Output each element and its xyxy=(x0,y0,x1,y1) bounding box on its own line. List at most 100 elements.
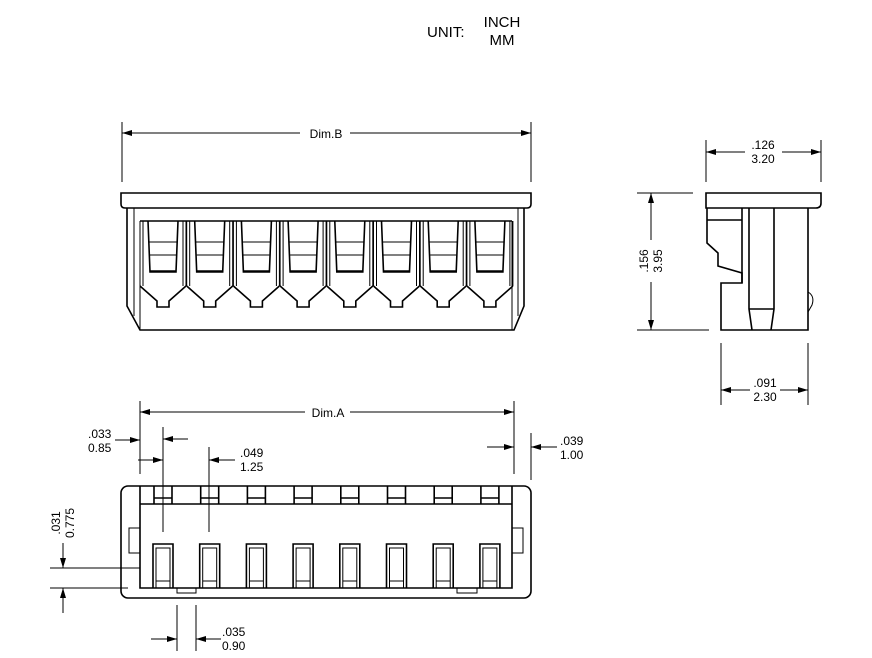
pin-slot xyxy=(292,543,314,588)
funnel xyxy=(139,285,187,308)
side-view: .126 3.20 .156 3.95 .091 2.30 xyxy=(637,138,822,405)
pin-slot-inner xyxy=(435,547,451,588)
cavity-steps xyxy=(289,241,318,256)
cavity-steps xyxy=(382,241,411,256)
unit-legend: UNIT: INCH MM xyxy=(427,14,520,49)
housing-outline xyxy=(120,485,532,599)
top-window xyxy=(293,486,313,504)
top-flange xyxy=(120,192,532,209)
funnel xyxy=(186,285,234,308)
front-pin-cavity xyxy=(279,220,327,308)
cavity-rib xyxy=(139,221,187,286)
cavity-rib xyxy=(279,221,327,286)
cavity-rib xyxy=(373,221,420,286)
top-window xyxy=(340,486,360,504)
cavity-outline xyxy=(193,220,226,273)
front-pin-cavity xyxy=(466,220,514,308)
dim-a-label: Dim.A xyxy=(312,406,345,420)
cavity-rib xyxy=(232,221,280,286)
funnel xyxy=(326,285,374,308)
front-pin-cavity xyxy=(372,220,421,308)
bottom-pin xyxy=(198,486,221,588)
row-offset-mm: 0.775 xyxy=(63,508,77,538)
unit-inch: INCH xyxy=(484,14,521,31)
cavity-outline xyxy=(380,220,413,273)
pin-slot xyxy=(339,543,361,588)
unit-label: UNIT: xyxy=(427,24,465,41)
front-pin-cavity xyxy=(419,220,467,308)
pin-slot-inner xyxy=(295,547,311,588)
end-wall-mm: 1.00 xyxy=(560,448,584,462)
depth-mm: 2.30 xyxy=(753,390,777,404)
funnel xyxy=(279,285,327,308)
pin-slot xyxy=(152,543,174,588)
pin-slot xyxy=(432,543,454,588)
top-window xyxy=(153,486,173,504)
cavity-steps xyxy=(149,241,177,256)
pin-slot-inner xyxy=(482,547,498,588)
front-pin-cavity xyxy=(326,220,374,308)
top-window xyxy=(246,486,267,504)
bottom-pin xyxy=(385,486,408,588)
pin-slot-inner xyxy=(342,547,358,588)
unit-mm: MM xyxy=(490,32,515,49)
pin-slot-inner xyxy=(248,547,264,588)
width-inch: .126 xyxy=(751,138,775,152)
front-pin-cavity xyxy=(139,220,187,308)
bottom-view: Dim.A .033 0.85 .049 1.25 .039 1.00 .031… xyxy=(49,401,584,653)
depth-inch: .091 xyxy=(753,376,777,390)
end-wall-inch: .039 xyxy=(560,434,584,448)
front-pin-cavity xyxy=(186,220,234,308)
pin-slot xyxy=(385,543,408,588)
pitch-inch: .049 xyxy=(240,446,264,460)
cavity-steps xyxy=(242,241,271,256)
cavity-outline xyxy=(474,220,506,273)
bottom-pin xyxy=(152,486,174,588)
bottom-pin xyxy=(432,486,454,588)
height-mm: 3.95 xyxy=(651,249,665,273)
cavity-steps xyxy=(429,241,458,256)
pin-slot xyxy=(245,543,268,588)
cavity-steps xyxy=(475,241,504,256)
pin-slot-inner xyxy=(155,547,171,588)
pin-slot xyxy=(479,543,501,588)
cavity-rib xyxy=(326,221,374,286)
funnel xyxy=(466,285,514,308)
cavity-outline xyxy=(334,220,366,273)
cavity-outline xyxy=(147,220,179,273)
cavity-rib xyxy=(186,221,234,286)
edge-offset-mm: 0.85 xyxy=(88,441,112,455)
front-view: Dim.B xyxy=(120,122,532,331)
top-window xyxy=(433,486,453,504)
cavity-outline xyxy=(427,220,459,273)
dim-b-label: Dim.B xyxy=(310,127,343,141)
width-mm: 3.20 xyxy=(751,152,775,166)
cavity-outline xyxy=(287,220,319,273)
top-window xyxy=(386,486,407,504)
funnel xyxy=(372,285,421,308)
top-window xyxy=(480,486,500,504)
bottom-pin xyxy=(292,486,314,588)
bottom-pin xyxy=(479,486,501,588)
cavity-outline xyxy=(240,220,273,273)
pin-slot xyxy=(198,543,221,588)
latch-inch: .035 xyxy=(222,625,246,639)
pitch-mm: 1.25 xyxy=(240,460,264,474)
funnel xyxy=(419,285,467,308)
top-window xyxy=(199,486,220,504)
front-pin-cavity xyxy=(232,220,280,308)
cavity-steps xyxy=(335,241,364,256)
cavity-steps xyxy=(195,241,224,256)
edge-offset-inch: .033 xyxy=(88,427,112,441)
height-inch: .156 xyxy=(637,249,651,273)
cavity-rib xyxy=(466,221,514,286)
bottom-pin xyxy=(339,486,361,588)
funnel xyxy=(232,285,280,308)
pin-slot-inner xyxy=(389,547,404,588)
latch-mm: 0.90 xyxy=(222,639,246,653)
row-offset-inch: .031 xyxy=(49,511,63,535)
pin-slot-inner xyxy=(202,547,218,588)
cavity-rib xyxy=(419,221,467,286)
